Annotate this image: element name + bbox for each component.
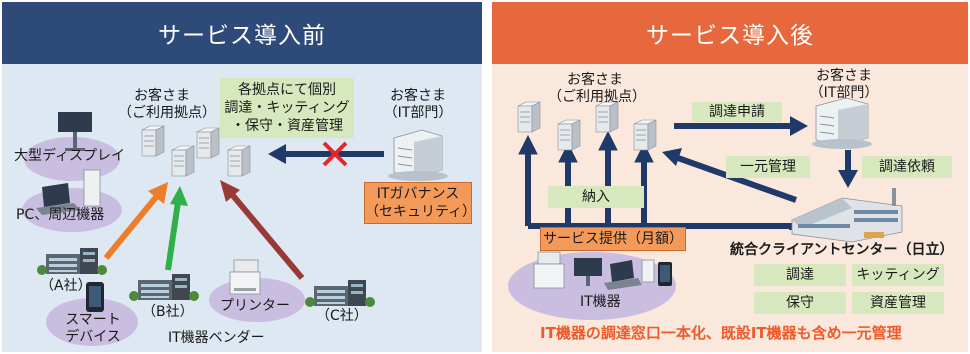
label-line: ITガバナンス — [376, 186, 460, 202]
service-procurement: 調達 — [754, 264, 846, 286]
vendor-c-arrow — [220, 180, 305, 280]
service-maintenance: 保守 — [754, 292, 846, 314]
customer-sites-label: お客さま （ご利用拠点） — [118, 88, 216, 122]
label-line: （ご利用拠点） — [548, 89, 646, 105]
label-line: （IT部門） — [383, 105, 453, 121]
cross-icon — [322, 141, 348, 167]
panel-title: サービス導入前 — [2, 2, 482, 64]
server-tower-icon — [227, 145, 251, 177]
server-tower-icon — [171, 145, 195, 177]
server-tower-icon — [141, 125, 165, 157]
label-line: （IT部門） — [809, 85, 879, 101]
service-provision-box: サービス提供（月額） — [540, 227, 686, 251]
customer-sites-label: お客さま （ご利用拠点） — [548, 72, 646, 106]
label-line: デバイス — [65, 329, 121, 345]
label-line: お客さま — [134, 88, 190, 104]
vendor-b-arrow — [165, 186, 188, 271]
label-line: （セキュリティ） — [365, 204, 477, 220]
summary-note: IT機器の調達窓口一本化、既設IT機器も含め一元管理 — [540, 324, 902, 342]
label-line: スマート — [65, 312, 121, 328]
tablet-icon — [641, 259, 655, 283]
governance-box: ITガバナンス （セキュリティ） — [364, 182, 477, 224]
procurement-note-box: 各拠点にて個別 調達・キッティング ・保守・資産管理 — [220, 78, 354, 138]
server-tower-icon — [595, 101, 619, 133]
laptop-icon — [604, 260, 642, 290]
label-line: 各拠点にて個別 — [237, 82, 336, 98]
server-tower-icon — [196, 127, 220, 159]
procurement-request-box: 調達申請 — [692, 102, 782, 122]
display-icon — [574, 258, 602, 286]
server-tower-icon — [517, 101, 541, 133]
panel-after: サービス導入後 — [492, 2, 968, 352]
smart-device-label: スマート デバイス — [58, 312, 128, 346]
printer-icon — [229, 259, 261, 295]
customer-it-label: お客さま （IT部門） — [378, 88, 458, 122]
server-tower-icon — [557, 119, 581, 151]
label-line: 調達・キッティング — [224, 100, 350, 116]
service-kitting: キッティング — [852, 264, 944, 286]
client-center-label: 統合クライアントセンター（日立） — [730, 242, 954, 258]
customer-it-label: お客さま （IT部門） — [804, 68, 884, 102]
laptop-icon — [36, 183, 80, 215]
printer-label: プリンター — [220, 298, 290, 314]
server-tower-icon — [633, 119, 657, 151]
label-line: お客さま — [567, 72, 623, 88]
large-display-label: 大型ディスプレイ — [14, 148, 126, 164]
smartphone-icon — [86, 282, 104, 312]
smart-device-ellipse — [46, 298, 138, 346]
panel-before: サービス導入前 — [2, 2, 482, 352]
pc-peripherals-label: PC、周辺機器 — [16, 207, 105, 223]
procurement-order-box: 調達依頼 — [862, 156, 952, 178]
label-line: お客さま — [390, 88, 446, 104]
it-equipment-label: IT機器 — [580, 294, 621, 310]
it-department-building-icon — [388, 129, 448, 181]
label-line: お客さま — [816, 68, 872, 84]
pc-tower-icon — [83, 169, 101, 207]
printer-icon — [533, 251, 565, 289]
smartphone-icon — [658, 262, 672, 286]
management-arrow — [662, 148, 798, 203]
delivery-box: 納入 — [548, 186, 644, 208]
office-building-icon — [129, 274, 199, 301]
factory-icon — [791, 188, 903, 243]
label-line: ・保守・資産管理 — [230, 118, 343, 134]
display-icon — [58, 112, 92, 151]
procurement-request-arrow — [674, 116, 808, 136]
service-asset-management: 資産管理 — [852, 292, 944, 314]
unified-management-box: 一元管理 — [726, 156, 810, 178]
before-graphics — [22, 112, 448, 346]
vendors-label: IT機器ベンダー — [168, 330, 265, 346]
procurement-order-arrow — [838, 150, 858, 188]
company-a-label: （A社） — [40, 278, 92, 294]
company-b-label: （B社） — [142, 304, 194, 320]
panel-title: サービス導入後 — [492, 2, 968, 64]
office-building-icon — [305, 280, 375, 307]
company-c-label: （C社） — [316, 308, 368, 324]
office-building-icon — [37, 248, 107, 275]
vendor-a-arrow — [103, 182, 168, 260]
label-line: （ご利用拠点） — [118, 105, 216, 121]
it-department-building-icon — [812, 97, 872, 149]
after-graphics — [508, 97, 903, 320]
